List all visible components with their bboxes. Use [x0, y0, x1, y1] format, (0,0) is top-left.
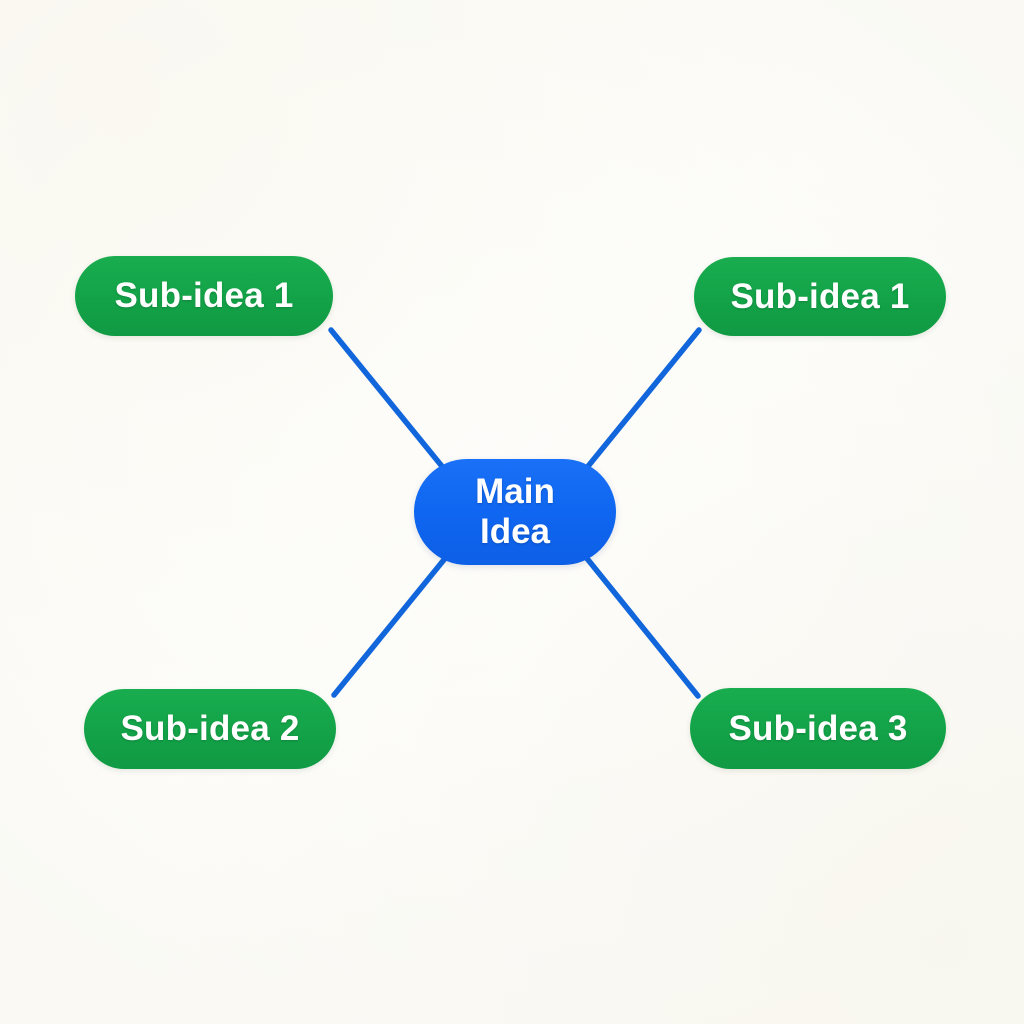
- edge-main-to-bottom-right: [582, 553, 701, 699]
- node-main-idea[interactable]: Main Idea: [414, 459, 616, 565]
- node-sub-idea-top-right[interactable]: Sub-idea 1: [694, 257, 946, 336]
- node-label-line-1: Main: [475, 472, 555, 512]
- node-sub-idea-bottom-left[interactable]: Sub-idea 2: [84, 689, 336, 769]
- edge-main-to-top-left: [328, 327, 448, 473]
- node-sub-idea-top-left[interactable]: Sub-idea 1: [75, 256, 333, 336]
- node-label: Sub-idea 3: [728, 708, 908, 748]
- edge-main-to-bottom-left: [331, 553, 450, 698]
- node-label-line-2: Idea: [479, 512, 551, 551]
- node-label: Sub-idea 1: [114, 276, 294, 315]
- edge-main-to-top-right: [582, 327, 702, 473]
- node-label: Sub-idea 1: [730, 276, 910, 316]
- node-label: Sub-idea 2: [120, 709, 300, 748]
- node-sub-idea-bottom-right[interactable]: Sub-idea 3: [690, 688, 946, 769]
